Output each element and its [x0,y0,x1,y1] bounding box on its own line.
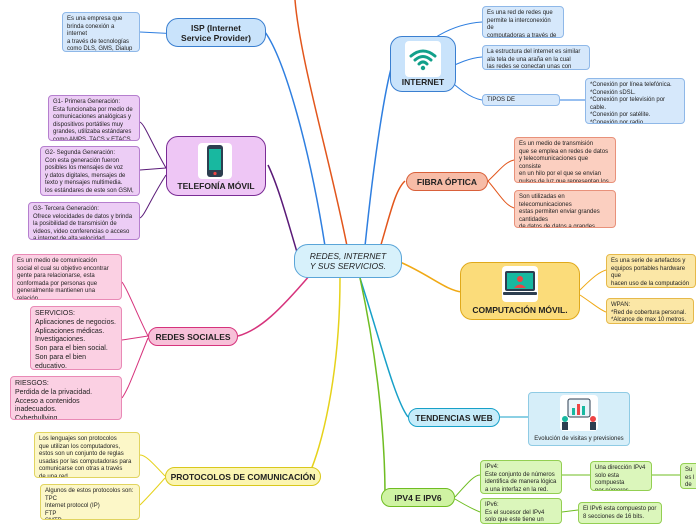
wifi-icon [405,41,441,77]
note-ipv4-truncated: Su es l de d [680,463,696,489]
topic-protocolos[interactable]: PROTOCOLOS DE COMUNICACIÓN [165,467,321,486]
note-g2: G2- Segunda Generación: Con esta generac… [40,146,140,196]
note-internet-structure: La estructura del internet es similar al… [482,45,590,70]
note-internet-definition: Es una red de redes que permite la inter… [482,6,564,38]
note-redes-servicios: SERVICIOS: Aplicaciones de negocios. Apl… [30,306,122,370]
note-ipv4: IPv4: Este conjunto de números identific… [480,460,562,494]
topic-redes-sociales[interactable]: REDES SOCIALES [148,327,238,346]
note-g3: G3- Tercera Generación: Ofrece velocidad… [28,202,140,240]
note-protocolos-list: Algunos de estos protocolos son: TPC Int… [40,484,140,520]
topic-ipv4-ipv6[interactable]: IPV4 E IPV6 [381,488,455,507]
note-connection-types[interactable]: TIPOS DE CONEXIONES. [482,94,560,106]
analytics-icon [560,395,598,431]
note-fibra-definition: Es un medio de transmisión que se emplea… [514,137,616,183]
note-g1: G1- Primera Generación: Esta funcionaba … [48,95,140,141]
note-fibra-uso: Son utilizadas en telecomunicaciones est… [514,190,616,228]
topic-tendencias-web[interactable]: TENDENCIAS WEB [408,408,500,427]
note-ipv6: IPv6: Es el sucesor del IPv4 solo que es… [480,498,562,524]
note-protocolos-definition: Los lenguajes son protocolos que utiliza… [34,432,140,478]
note-connection-list: *Conexión por línea telefónica. *Conexió… [585,78,685,124]
smartphone-icon [198,143,232,179]
note-redes-riesgos: RIESGOS: Perdida de la privacidad. Acces… [10,376,122,420]
central-topic[interactable]: REDES, INTERNET Y SUS SERVICIOS. [294,244,402,278]
laptop-user-icon [502,266,538,302]
topic-fibra-optica[interactable]: FIBRA ÓPTICA [406,172,488,191]
note-ipv6-sections: El IPv6 esta compuesto por 8 secciones d… [578,502,662,524]
note-ipv4-numbers: Una dirección IPv4 solo esta compuesta p… [590,461,652,491]
note-redes-definition: Es un medio de comunicación social el cu… [12,254,122,300]
note-computacion-definition: Es una serie de artefactos y equipos por… [606,254,696,288]
note-wpan: WPAN: *Red de cobertura personal. *Alcan… [606,298,694,324]
topic-isp[interactable]: ISP (Internet Service Provider) [166,18,266,47]
note-isp-definition: Es una empresa que brinda conexión a int… [62,12,140,52]
